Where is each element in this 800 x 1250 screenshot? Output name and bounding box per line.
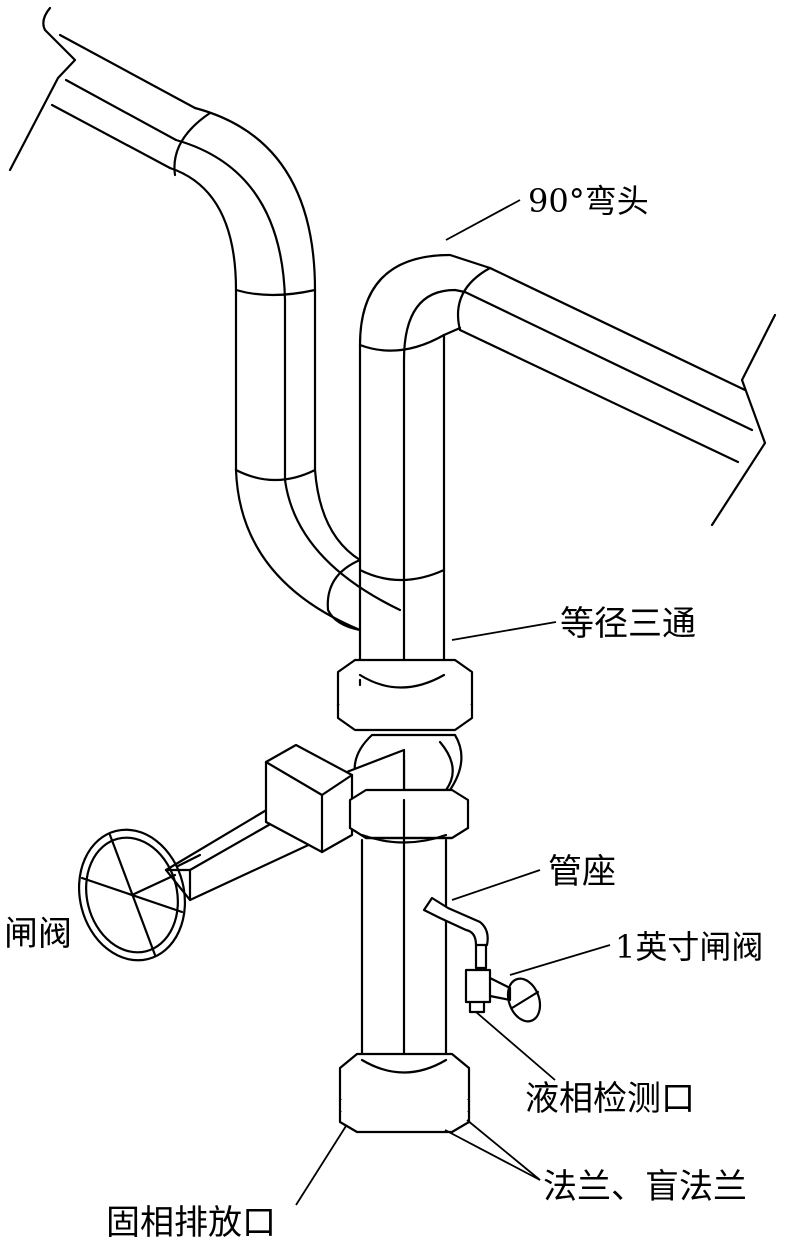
label-flanges: 法兰、盲法兰	[543, 1167, 747, 1207]
leader-elbow	[445, 199, 521, 241]
middle-flange	[348, 788, 470, 844]
handwheel-icon	[77, 828, 187, 962]
left-upper-pipe	[8, 6, 402, 632]
label-small-valve: 1英寸闸阀	[615, 928, 763, 966]
leader-lines	[295, 199, 611, 1206]
small-handwheel-icon	[506, 977, 542, 1023]
label-gate-valve: 闸阀	[4, 914, 72, 954]
lower-pipe	[360, 798, 448, 1064]
right-upper-pipe	[458, 266, 777, 527]
label-elbow: 90°弯头	[528, 182, 649, 220]
leader-flange-b	[444, 1129, 541, 1181]
gate-valve	[77, 743, 406, 962]
leader-small-valve	[509, 944, 611, 976]
leader-solid-port	[295, 1125, 347, 1206]
bottom-flanges	[338, 1052, 471, 1134]
leader-flange-a	[466, 1119, 541, 1181]
label-liquid-port: 液相检测口	[525, 1079, 695, 1119]
pipe-seat-and-small-valve	[422, 896, 542, 1023]
leader-seat	[451, 869, 541, 901]
leader-liquid-port	[475, 1011, 556, 1081]
equal-tee	[326, 253, 492, 692]
labels: 90°弯头 等径三通 闸阀 管座 1英寸闸阀 液相检测口 法兰、盲法兰 固相排放…	[4, 182, 763, 1243]
label-pipe-seat: 管座	[548, 852, 616, 892]
leader-tee	[451, 621, 557, 641]
label-solid-port: 固相排放口	[106, 1203, 276, 1243]
upper-flange	[336, 658, 474, 732]
label-tee: 等径三通	[560, 604, 696, 644]
